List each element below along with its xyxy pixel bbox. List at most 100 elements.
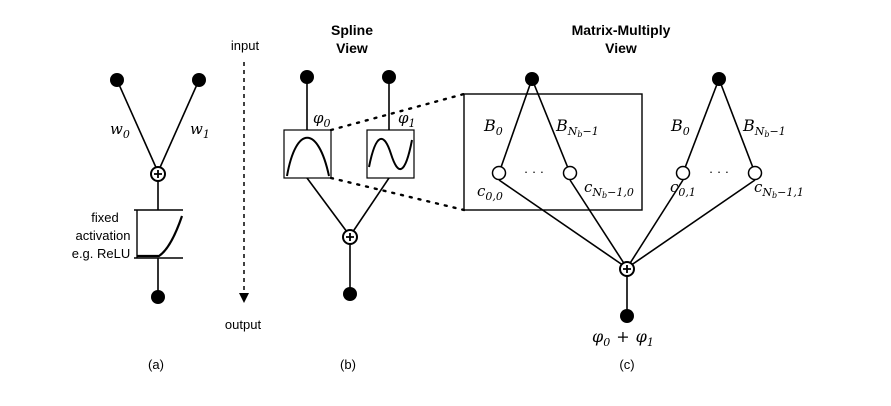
activation-label-line2: activation bbox=[76, 228, 131, 243]
zoom-box bbox=[463, 93, 643, 211]
flow-direction: input output bbox=[225, 38, 262, 332]
activation-label-line1: fixed bbox=[91, 210, 118, 225]
coef-cN0-label: c bbox=[584, 178, 593, 196]
output-plus: + bbox=[616, 327, 629, 346]
edge-c-right-b0 bbox=[682, 78, 720, 174]
edge-b-right-out bbox=[349, 177, 390, 237]
svg-text:c0,1: c0,1 bbox=[670, 178, 696, 199]
ellipsis-left: · · · bbox=[524, 164, 544, 179]
edge-a-left bbox=[116, 79, 159, 173]
phi0-sub: 0 bbox=[324, 117, 331, 130]
basis-BN-left-sub: N bbox=[567, 125, 578, 138]
zoom-line-bottom bbox=[329, 176, 466, 212]
coef-cN1-sub-n: N bbox=[761, 186, 772, 199]
basis-BN-left-subsub: b bbox=[577, 130, 582, 139]
coef-cN0-sub-tail: −1,0 bbox=[607, 186, 634, 199]
output-phi0: φ bbox=[592, 327, 604, 346]
svg-text:cNb−1,1: cNb−1,1 bbox=[754, 178, 804, 200]
input-node-a-left bbox=[110, 73, 124, 87]
relu-curve bbox=[137, 215, 184, 258]
basis-BN-right-subsub: b bbox=[764, 130, 769, 139]
svg-text:φ0+φ1: φ0+φ1 bbox=[592, 327, 654, 349]
weight-label-w0: w bbox=[110, 120, 123, 138]
caption-b: (b) bbox=[340, 357, 356, 372]
phi1-label: φ bbox=[398, 109, 409, 127]
coef-cN1-sub-tail: −1,1 bbox=[777, 186, 804, 199]
edge-cN0-sum bbox=[569, 179, 628, 269]
svg-text:B0: B0 bbox=[670, 116, 690, 138]
svg-text:B0: B0 bbox=[483, 116, 503, 138]
svg-text:φ1: φ1 bbox=[398, 109, 416, 130]
output-node-b bbox=[343, 287, 357, 301]
panel-c: Matrix-Multiply View B0 BNb−1 · · · c0,0… bbox=[463, 22, 804, 372]
coef-c00-label: c bbox=[477, 182, 486, 200]
spline-view-title-line1: Spline bbox=[331, 22, 373, 38]
output-node-c bbox=[620, 309, 634, 323]
coef-c01-sub: 0,1 bbox=[678, 186, 696, 199]
activation-label-line3: e.g. ReLU bbox=[72, 246, 131, 261]
basis-B0-right: B bbox=[670, 116, 683, 135]
caption-a: (a) bbox=[148, 357, 164, 372]
ellipsis-right: · · · bbox=[709, 164, 729, 179]
basis-B0-left: B bbox=[483, 116, 496, 135]
coef-cN0-sub-b: b bbox=[602, 191, 607, 200]
coef-cN1-sub-b: b bbox=[772, 191, 777, 200]
edge-cN1-sum bbox=[626, 179, 756, 269]
basis-BN-left: B bbox=[555, 116, 568, 135]
output-label: output bbox=[225, 317, 262, 332]
svg-text:c0,0: c0,0 bbox=[477, 182, 503, 203]
weight-label-w1: w bbox=[190, 120, 203, 138]
relu-activation-box bbox=[134, 209, 184, 259]
coef-c00-sub: 0,0 bbox=[485, 190, 503, 203]
basis-B0-left-sub: 0 bbox=[496, 125, 503, 138]
coef-cN0-sub-n: N bbox=[591, 186, 602, 199]
svg-text:cNb−1,0: cNb−1,0 bbox=[584, 178, 634, 200]
svg-text:BNb−1: BNb−1 bbox=[555, 116, 599, 139]
spline-box-phi1 bbox=[366, 129, 415, 179]
svg-text:w0: w0 bbox=[110, 120, 130, 141]
basis-B0-right-sub: 0 bbox=[683, 125, 690, 138]
output-node-a bbox=[151, 290, 165, 304]
matmul-view-title-line2: View bbox=[605, 40, 637, 56]
spline-box-phi0 bbox=[283, 129, 332, 179]
edge-c00-sum bbox=[498, 179, 628, 269]
edge-c-left-bn bbox=[531, 78, 571, 174]
input-node-a-right bbox=[192, 73, 206, 87]
matmul-view-title-line1: Matrix-Multiply bbox=[572, 22, 671, 38]
sum-node-b bbox=[342, 229, 358, 245]
coef-node-c00 bbox=[491, 165, 507, 181]
svg-text:w1: w1 bbox=[190, 120, 210, 141]
panel-a: w0 w1 fixed activation e.g. ReLU (a) bbox=[72, 73, 210, 372]
basis-BN-right-sub: N bbox=[754, 125, 765, 138]
svg-text:φ0: φ0 bbox=[313, 109, 331, 130]
weight-sub-w1: 1 bbox=[203, 128, 210, 141]
edge-c-left-b0 bbox=[498, 78, 533, 174]
coef-node-cN0 bbox=[562, 165, 578, 181]
edge-c-right-bn bbox=[718, 78, 756, 174]
weight-sub-w0: 0 bbox=[123, 128, 130, 141]
basis-BN-right-tail: −1 bbox=[770, 125, 786, 138]
input-label: input bbox=[231, 38, 260, 53]
edge-b-left-out bbox=[306, 177, 351, 237]
edge-a-right bbox=[157, 79, 200, 173]
sum-node-c bbox=[619, 261, 635, 277]
sum-node-a bbox=[150, 166, 166, 182]
output-phi1-sub: 1 bbox=[647, 336, 654, 349]
output-phi0-sub: 0 bbox=[603, 336, 610, 349]
phi0-label: φ bbox=[313, 109, 324, 127]
coef-cN1-label: c bbox=[754, 178, 763, 196]
edge-c01-sum bbox=[626, 179, 684, 269]
spline-view-title-line2: View bbox=[336, 40, 368, 56]
coef-node-c01 bbox=[675, 165, 691, 181]
spline-curve-phi0 bbox=[286, 136, 330, 177]
basis-BN-right: B bbox=[742, 116, 755, 135]
panel-b: Spline View φ0 φ1 (b) bbox=[283, 22, 416, 372]
coef-node-cN1 bbox=[747, 165, 763, 181]
svg-text:BNb−1: BNb−1 bbox=[742, 116, 786, 139]
basis-BN-left-tail: −1 bbox=[583, 125, 599, 138]
output-phi1: φ bbox=[636, 327, 648, 346]
spline-curve-phi1 bbox=[368, 137, 413, 171]
caption-c: (c) bbox=[619, 357, 634, 372]
phi1-sub: 1 bbox=[409, 117, 416, 130]
